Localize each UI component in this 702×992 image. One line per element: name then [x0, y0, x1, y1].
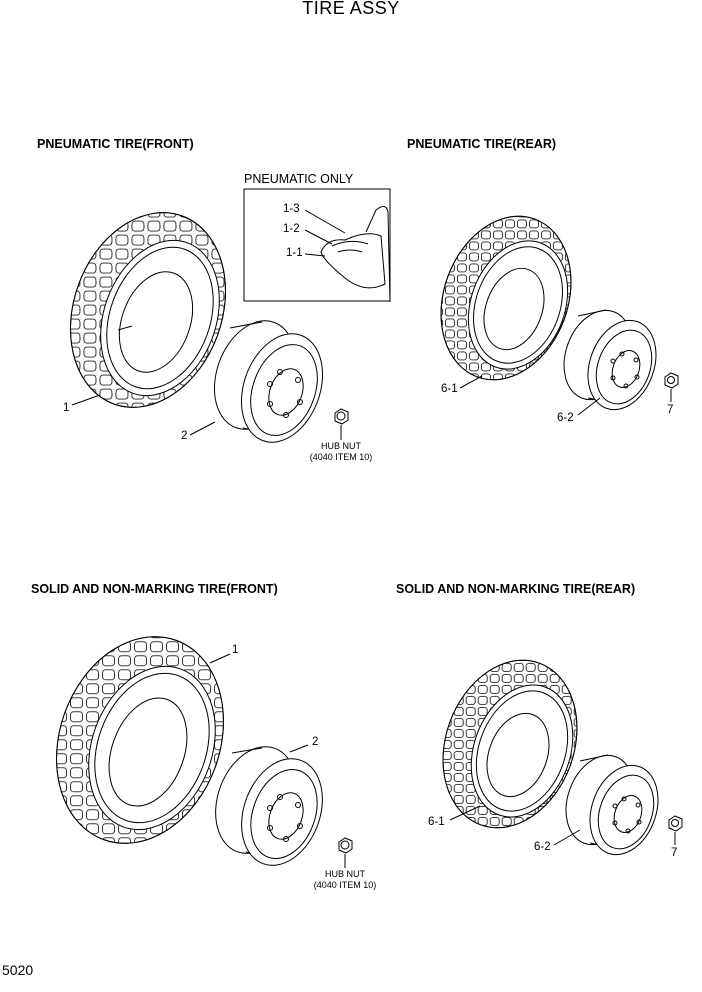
solid-rear-tire	[442, 659, 578, 829]
solid-front-rim	[215, 746, 323, 866]
solid-front-hub-nut	[338, 837, 353, 854]
callout-sf-tire: 1	[232, 644, 239, 656]
hub-nut-note-front-pneumatic: HUB NUT (4040 ITEM 10)	[300, 441, 382, 463]
hub-nut-note-front-solid: HUB NUT (4040 ITEM 10)	[304, 869, 386, 891]
hub-nut-note-line1: HUB NUT	[325, 869, 365, 879]
callout-pr-nut: 7	[667, 404, 674, 416]
section-title-pneumatic-front: PNEUMATIC TIRE(FRONT)	[37, 137, 194, 151]
pneumatic-rear-tire	[440, 215, 572, 381]
callout-sr-tire: 6-1	[428, 816, 445, 828]
callout-pr-tire: 6-1	[441, 383, 458, 395]
tube-flap-illustration	[320, 206, 391, 303]
callout-1-3: 1-3	[283, 203, 300, 215]
callout-1-1: 1-1	[286, 247, 303, 259]
pneumatic-only-label: PNEUMATIC ONLY	[244, 172, 354, 186]
callout-sf-rim: 2	[312, 736, 319, 748]
callout-pf-rim: 2	[181, 430, 188, 442]
hub-nut-note-line2: (4040 ITEM 10)	[309, 452, 373, 462]
section-title-pneumatic-rear: PNEUMATIC TIRE(REAR)	[407, 137, 557, 151]
callout-pf-tire: 1	[63, 402, 70, 414]
callout-sr-nut: 7	[671, 847, 678, 859]
section-title-solid-rear: SOLID AND NON-MARKING TIRE(REAR)	[396, 582, 636, 596]
pneumatic-rear-rim	[563, 309, 657, 411]
page-title: TIRE ASSY	[302, 0, 400, 18]
pneumatic-front-rim	[213, 320, 324, 443]
solid-rear-hub-nut	[668, 815, 683, 832]
callout-pr-rim: 6-2	[557, 412, 574, 424]
hub-nut-note-line1: HUB NUT	[321, 441, 361, 451]
solid-front-tire	[56, 636, 224, 844]
section-title-solid-front: SOLID AND NON-MARKING TIRE(FRONT)	[31, 582, 278, 596]
hub-nut-note-line2: (4040 ITEM 10)	[313, 880, 377, 890]
callout-sr-rim: 6-2	[534, 841, 551, 853]
pneumatic-front-tire	[70, 212, 226, 408]
callout-1-2: 1-2	[283, 223, 300, 235]
solid-rear-rim	[565, 754, 659, 856]
pneumatic-rear-hub-nut	[664, 372, 679, 389]
pneumatic-only-inset	[243, 188, 391, 302]
page-number: 5020	[2, 962, 34, 978]
pneumatic-front-hub-nut	[334, 408, 349, 425]
